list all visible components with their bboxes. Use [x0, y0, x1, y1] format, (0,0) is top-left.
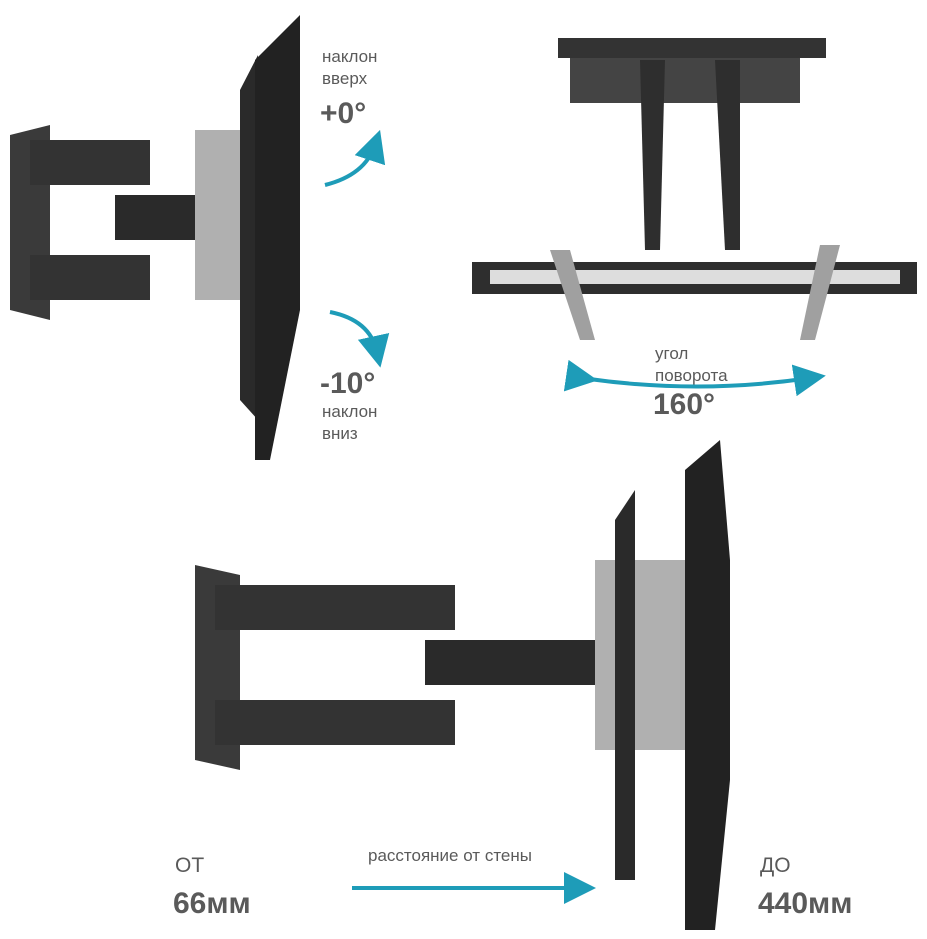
tilt-down-label: наклон: [322, 402, 378, 421]
tilt-up-arrow-icon: [324, 129, 386, 187]
distance-from-label: ОТ: [175, 854, 205, 877]
distance-from-value: 66мм: [173, 887, 251, 920]
extended-mount: [195, 440, 730, 930]
tilt-up-label-2: вверх: [322, 69, 368, 88]
swivel-label: угол: [655, 344, 689, 363]
swivel-arrow-icon: [563, 359, 826, 397]
tilt-down-value: -10°: [320, 367, 376, 400]
swivel-value: 160°: [653, 388, 716, 421]
distance-to-value: 440мм: [758, 887, 853, 920]
swivel-label-2: поворота: [655, 366, 728, 385]
tilt-down-arrow-icon: [329, 310, 390, 368]
tilt-up-label: наклон: [322, 47, 378, 66]
tilt-down-label-2: вниз: [322, 424, 358, 443]
distance-caption: расстояние от стены: [368, 846, 532, 865]
top-view-mount: [472, 38, 917, 340]
side-view-mount: [10, 15, 300, 460]
distance-to-label: ДО: [760, 854, 791, 877]
tilt-up-value: +0°: [320, 97, 367, 130]
